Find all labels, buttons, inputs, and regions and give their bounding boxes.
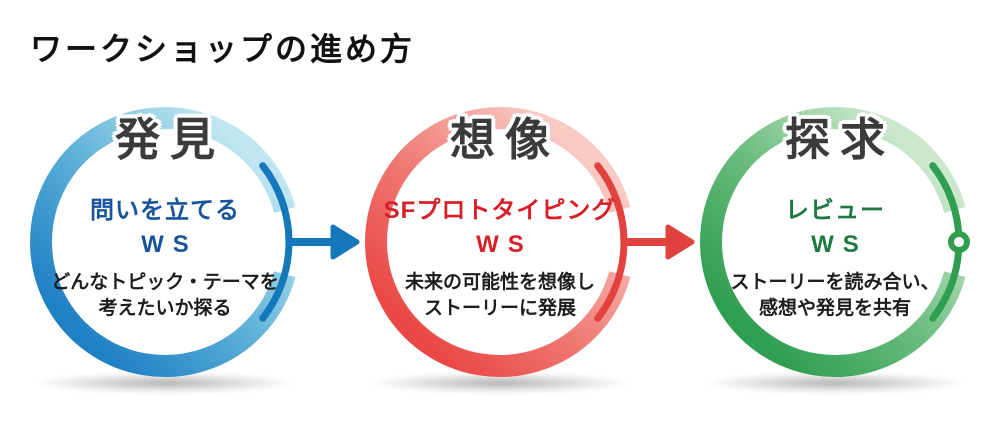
phase-description: 未来の可能性を想像し ストーリーに発展 (355, 270, 645, 322)
circle-ring-graphic (700, 107, 970, 377)
ws-title-line1: レビュー (785, 197, 885, 224)
ws-label: WS (141, 231, 198, 258)
ws-title-line1: 問いを立てる (90, 197, 240, 224)
phase-heading: 発見 (114, 114, 225, 165)
phase-card-discovery: 発見 問いを立てる WS どんなトピック・テーマを 考えたいか探る (20, 92, 310, 407)
flow-arrow-2-icon (623, 224, 695, 260)
circle-shadow (373, 373, 627, 393)
ws-label: WS (811, 231, 868, 258)
circle-shadow (708, 373, 962, 393)
phase-description-line1: ストーリーを読み合い、 (730, 272, 940, 293)
ring-arc (365, 107, 631, 377)
phase-card-imagination: 想像 SFプロトタイピング WS 未来の可能性を想像し ストーリーに発展 (355, 92, 645, 407)
phase-description-line2: 感想や発見を共有 (758, 298, 911, 319)
ws-title: 問いを立てる WS (20, 194, 310, 262)
phase-heading: 想像 (449, 114, 560, 165)
ws-title: SFプロトタイピング WS (355, 194, 645, 262)
ring-arc (30, 107, 296, 377)
phase-description: ストーリーを読み合い、 感想や発見を共有 (690, 270, 980, 322)
phase-description: どんなトピック・テーマを 考えたいか探る (20, 270, 310, 322)
ws-title-line1: SFプロトタイピング (383, 197, 617, 224)
phase-card-exploration: 探求 レビュー WS ストーリーを読み合い、 感想や発見を共有 (690, 92, 980, 407)
phase-heading: 探求 (784, 114, 895, 165)
page-title: ワークショップの進め方 (30, 31, 416, 67)
phase-description-line1: 未来の可能性を想像し (404, 272, 595, 293)
circle-shadow (38, 373, 292, 393)
ring-arc (700, 107, 966, 377)
phase-description-line2: ストーリーに発展 (423, 298, 576, 319)
endpoint-dot (948, 231, 970, 253)
phase-description-line1: どんなトピック・テーマを (51, 272, 279, 293)
flow-arrow-1-icon (288, 224, 360, 260)
ws-label: WS (476, 231, 533, 258)
phase-description-line2: 考えたいか探る (98, 298, 232, 319)
ws-title: レビュー WS (690, 194, 980, 262)
